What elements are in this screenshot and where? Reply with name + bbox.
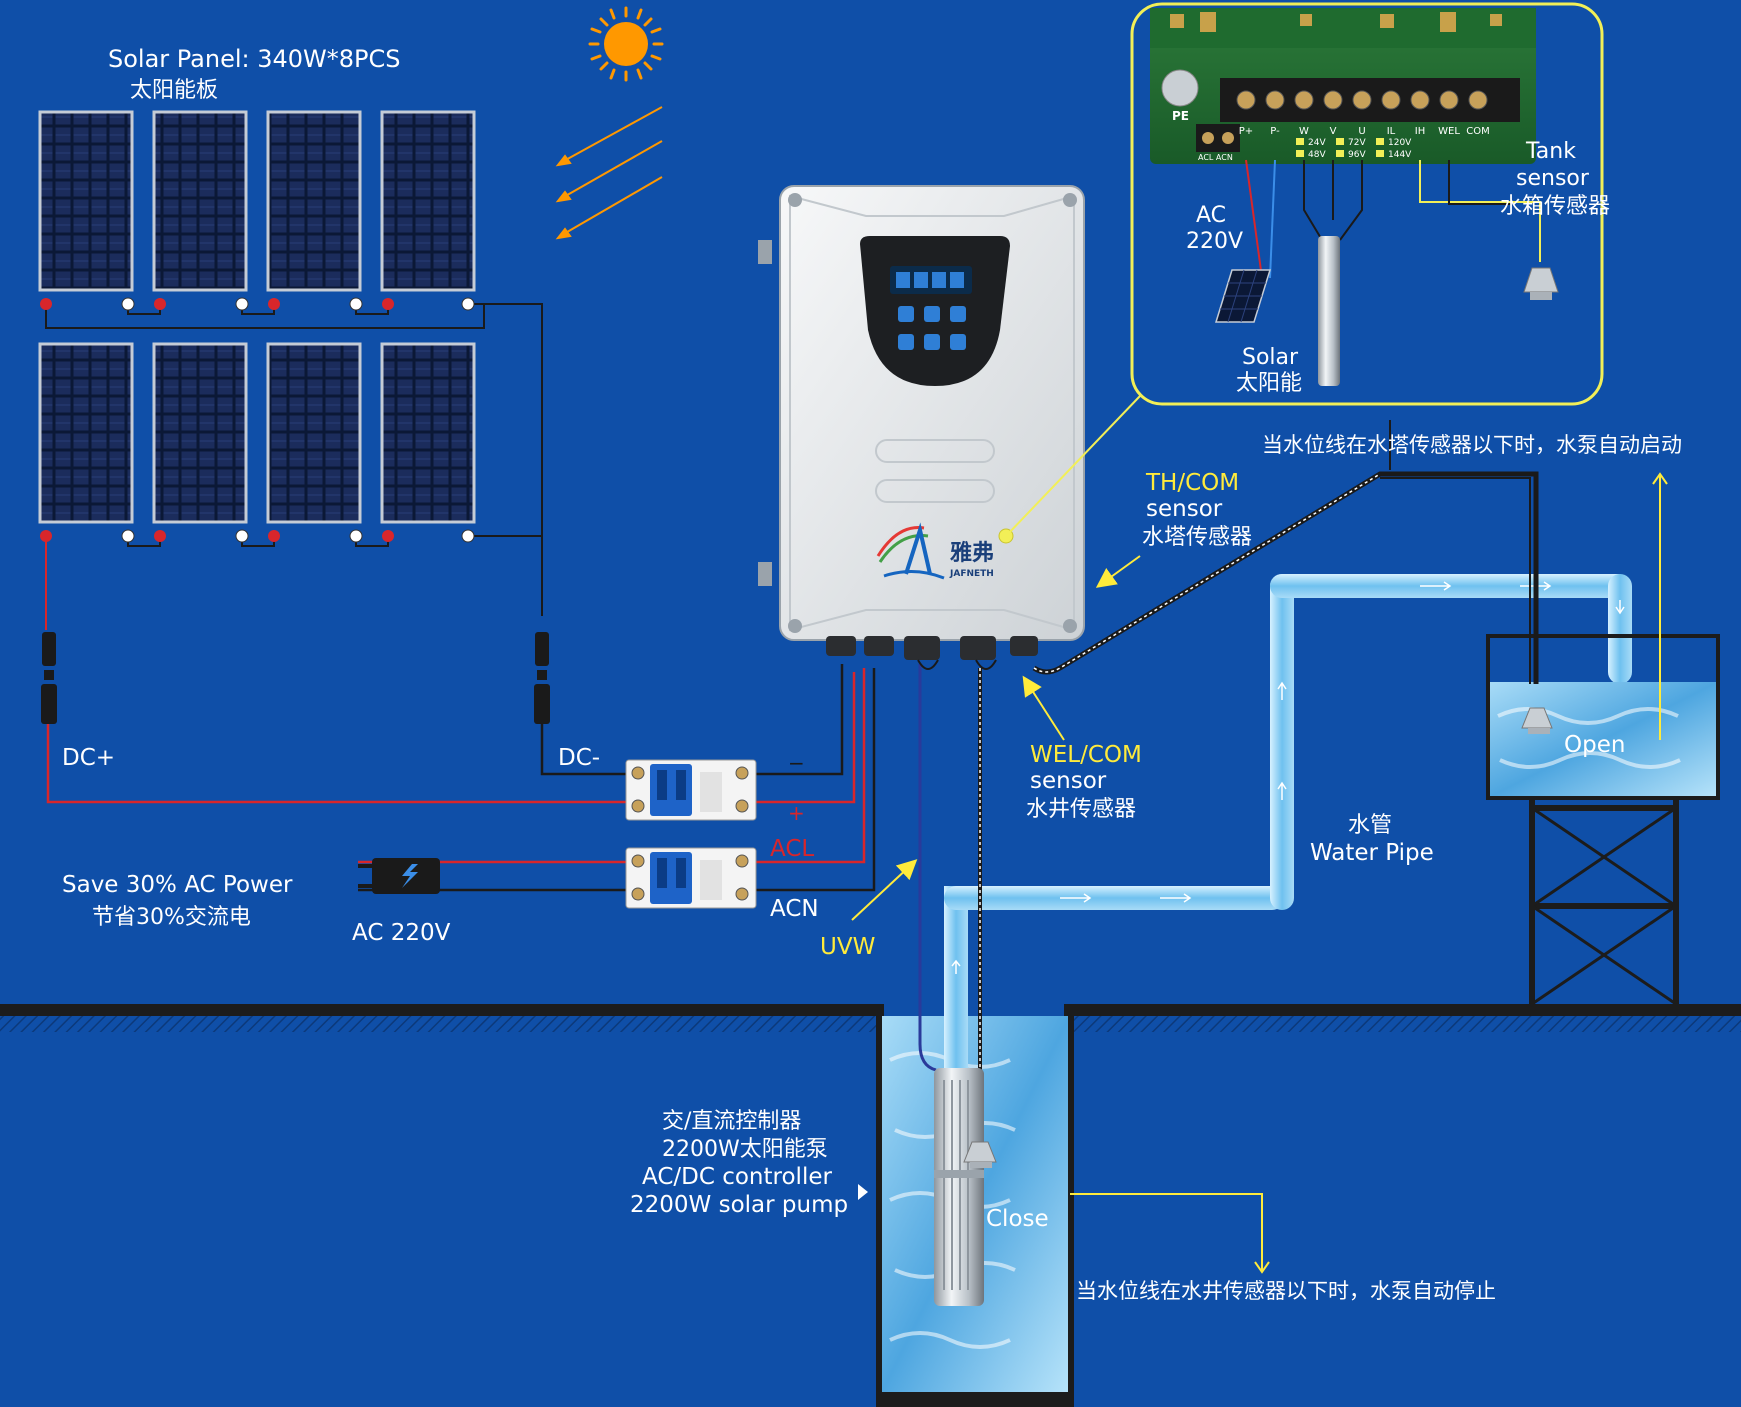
inset-solar-panel-icon: [1214, 269, 1272, 323]
terminal-label: IH: [1415, 126, 1425, 137]
breaker-plus-label: +: [788, 801, 805, 825]
terminal-label: W: [1299, 126, 1309, 137]
pump-label-cn2: 2200W太阳能泵: [662, 1137, 828, 1162]
well-sensor-title: WEL/COM: [1030, 742, 1142, 768]
acl-label: ACL: [770, 836, 814, 862]
terminal-label: V: [1330, 126, 1337, 137]
voltage-label: 144V: [1388, 150, 1412, 160]
acn-label: ACN: [770, 896, 819, 922]
tower-sensor-arrow: [1095, 555, 1141, 588]
well-stop-arrow: [1070, 1193, 1270, 1274]
panel-terminals: [40, 297, 475, 543]
terminal-label: P-: [1270, 126, 1280, 137]
mc4-connector-negative: [534, 632, 550, 724]
cable-glands: [826, 636, 1038, 660]
inset-wires: [1245, 159, 1541, 470]
uvw-label: UVW: [820, 934, 875, 960]
solar-panel: [380, 110, 476, 292]
terminal-label: IL: [1387, 126, 1396, 137]
save-ac-power-label: Save 30% AC Power: [62, 872, 293, 898]
terminal-label: P+: [1239, 126, 1253, 137]
uvw-arrow: [851, 859, 918, 921]
well-sensor-icon: [963, 1141, 997, 1168]
tower-sensor-cn: 水塔传感器: [1142, 525, 1252, 550]
inset-tank-label: Tank: [1525, 139, 1576, 164]
pump-label-en1: AC/DC controller: [642, 1164, 832, 1190]
controller-unit: 雅弗 JAFNETH: [758, 185, 1085, 641]
breaker-minus-label: −: [788, 751, 805, 775]
tower-start-arrow: [1652, 472, 1668, 740]
sunlight-arrows: [555, 106, 663, 240]
inset-voltage-labels: 24V 72V 120V 48V 96V 144V: [1296, 138, 1412, 160]
pump-cables: [917, 659, 997, 1140]
mc4-connector-positive: [41, 632, 57, 724]
inset-ac-label: AC: [1196, 203, 1226, 228]
ac-breaker: [625, 847, 757, 909]
dc-plus-label: DC+: [62, 745, 115, 771]
inset-solar-label: Solar: [1242, 345, 1299, 370]
pump-label-cn1: 交/直流控制器: [662, 1109, 801, 1134]
well-sensor-cn: 水井传感器: [1026, 797, 1136, 822]
sun-icon: [588, 6, 664, 82]
well-sensor-line2: sensor: [1030, 768, 1107, 794]
solar-panel: [380, 342, 476, 524]
solar-panel-title: Solar Panel: 340W*8PCS: [108, 45, 401, 73]
solar-panel: [152, 110, 248, 292]
water-pipe-label: Water Pipe: [1310, 840, 1434, 866]
solar-panel: [266, 110, 362, 292]
solar-panel: [38, 342, 134, 524]
terminal-label: U: [1358, 126, 1365, 137]
solar-pump: [934, 1068, 984, 1306]
inset-pump-icon: [1318, 236, 1340, 386]
inset-leader-line: [1005, 395, 1141, 537]
solar-panel: [38, 110, 134, 292]
solar-panel: [266, 342, 362, 524]
inset-solar-cn-label: 太阳能: [1236, 371, 1302, 396]
controller-brand-cn: 雅弗: [950, 540, 994, 566]
water-tower: [1529, 800, 1679, 1006]
voltage-label: 72V: [1348, 138, 1366, 148]
voltage-label: 96V: [1348, 150, 1366, 160]
ac-plug-icon: [358, 858, 440, 894]
ac-supply-label: AC 220V: [352, 920, 451, 946]
solar-panel-array: [38, 110, 476, 524]
tower-sensor-title: TH/COM: [1145, 470, 1239, 496]
terminal-label: WEL: [1438, 126, 1460, 137]
dc-minus-label: DC-: [558, 745, 600, 771]
inset-tank-sensor-label: sensor: [1516, 166, 1590, 191]
voltage-label: 24V: [1308, 138, 1326, 148]
wiring-detail-inset: PE ACL ACN P+ P- W V U IL IH WEL COM 24V…: [1130, 2, 1610, 470]
well-close-label: Close: [986, 1206, 1049, 1232]
inset-terminal-labels: P+ P- W V U IL IH WEL COM: [1239, 126, 1490, 137]
terminal-label: COM: [1466, 126, 1489, 137]
solar-panel-title-cn: 太阳能板: [130, 78, 218, 103]
inset-pe-label: PE: [1172, 109, 1189, 123]
water-tank: [1486, 634, 1720, 800]
tank-sensor-icon: [1521, 707, 1553, 734]
voltage-label: 120V: [1388, 138, 1412, 148]
water-pipe-cn-label: 水管: [1348, 813, 1392, 838]
controller-brand-en: JAFNETH: [949, 569, 994, 579]
water-pipe: [944, 574, 1632, 1074]
tower-sensor-line2: sensor: [1146, 496, 1223, 522]
inset-ac-voltage-label: 220V: [1186, 229, 1243, 254]
ground-line: [0, 1004, 1741, 1032]
tower-start-note: 当水位线在水塔传感器以下时，水泵自动启动: [1262, 433, 1682, 457]
tank-open-label: Open: [1564, 732, 1625, 758]
dc-breaker: [625, 759, 757, 821]
well-stop-note: 当水位线在水井传感器以下时，水泵自动停止: [1076, 1279, 1496, 1303]
save-ac-power-cn-label: 节省30%交流电: [92, 905, 251, 930]
pump-label-en2: 2200W solar pump: [630, 1192, 848, 1218]
inset-tank-sensor-icon: [1523, 267, 1559, 300]
pump-pointer-icon: [858, 1184, 868, 1200]
inset-tank-cn-label: 水箱传感器: [1500, 194, 1610, 219]
controller-brand-logo: [876, 522, 945, 580]
voltage-label: 48V: [1308, 150, 1326, 160]
solar-panel: [152, 342, 248, 524]
tower-sensor-cable: [1032, 471, 1539, 684]
well-sensor-arrow: [1022, 675, 1065, 741]
inset-acl-acn-label: ACL ACN: [1198, 153, 1233, 162]
controller-display-panel: [860, 236, 1010, 386]
